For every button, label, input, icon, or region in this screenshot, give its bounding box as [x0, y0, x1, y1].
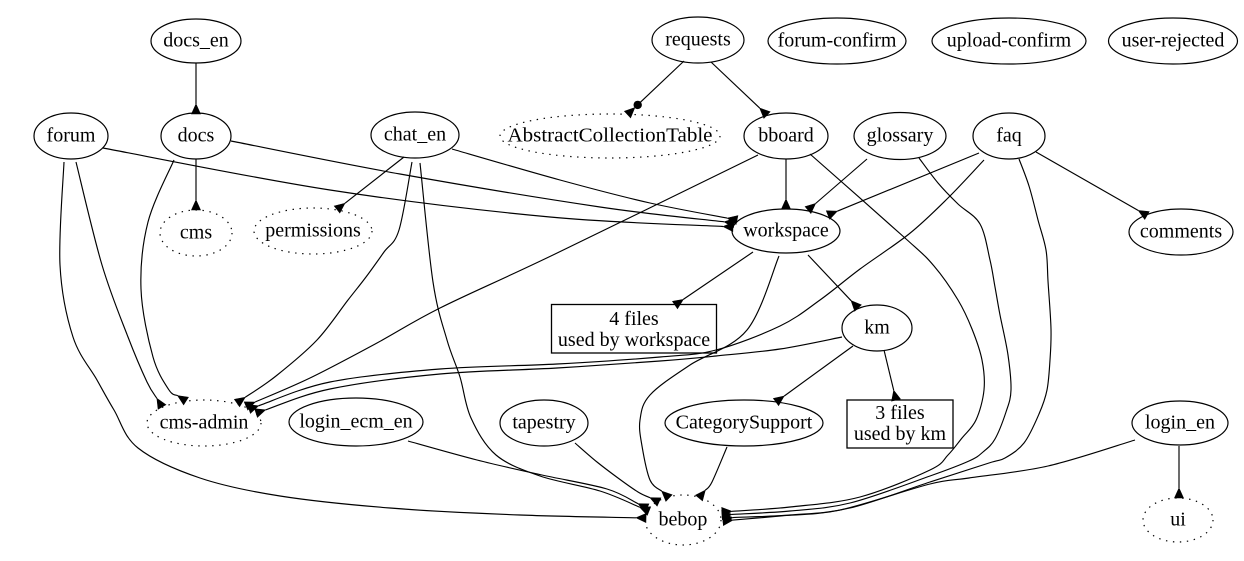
- svg-text:login_ecm_en: login_ecm_en: [299, 411, 412, 433]
- svg-text:requests: requests: [665, 29, 731, 51]
- svg-text:3 files: 3 files: [875, 402, 925, 424]
- svg-text:workspace: workspace: [743, 220, 829, 242]
- svg-text:bebop: bebop: [659, 509, 708, 531]
- svg-text:used by workspace: used by workspace: [558, 329, 710, 351]
- svg-text:4 files: 4 files: [609, 308, 659, 330]
- svg-text:faq: faq: [996, 125, 1022, 147]
- svg-text:upload-confirm: upload-confirm: [947, 30, 1072, 52]
- svg-text:cms-admin: cms-admin: [160, 412, 249, 434]
- svg-text:bboard: bboard: [758, 125, 814, 147]
- svg-text:cms: cms: [180, 222, 212, 244]
- svg-text:forum: forum: [47, 125, 96, 147]
- svg-text:docs_en: docs_en: [163, 30, 229, 52]
- svg-text:permissions: permissions: [265, 220, 361, 242]
- svg-text:km: km: [864, 317, 890, 339]
- svg-text:tapestry: tapestry: [512, 412, 575, 434]
- svg-text:glossary: glossary: [867, 125, 934, 147]
- svg-text:CategorySupport: CategorySupport: [676, 412, 813, 434]
- svg-text:login_en: login_en: [1145, 412, 1215, 434]
- svg-text:chat_en: chat_en: [384, 124, 446, 146]
- svg-text:comments: comments: [1140, 221, 1222, 243]
- svg-text:AbstractCollectionTable: AbstractCollectionTable: [508, 125, 713, 147]
- svg-text:docs: docs: [178, 125, 215, 147]
- svg-text:user-rejected: user-rejected: [1122, 30, 1225, 52]
- svg-text:ui: ui: [1170, 509, 1186, 531]
- svg-text:used by km: used by km: [854, 423, 947, 445]
- svg-text:forum-confirm: forum-confirm: [778, 30, 897, 52]
